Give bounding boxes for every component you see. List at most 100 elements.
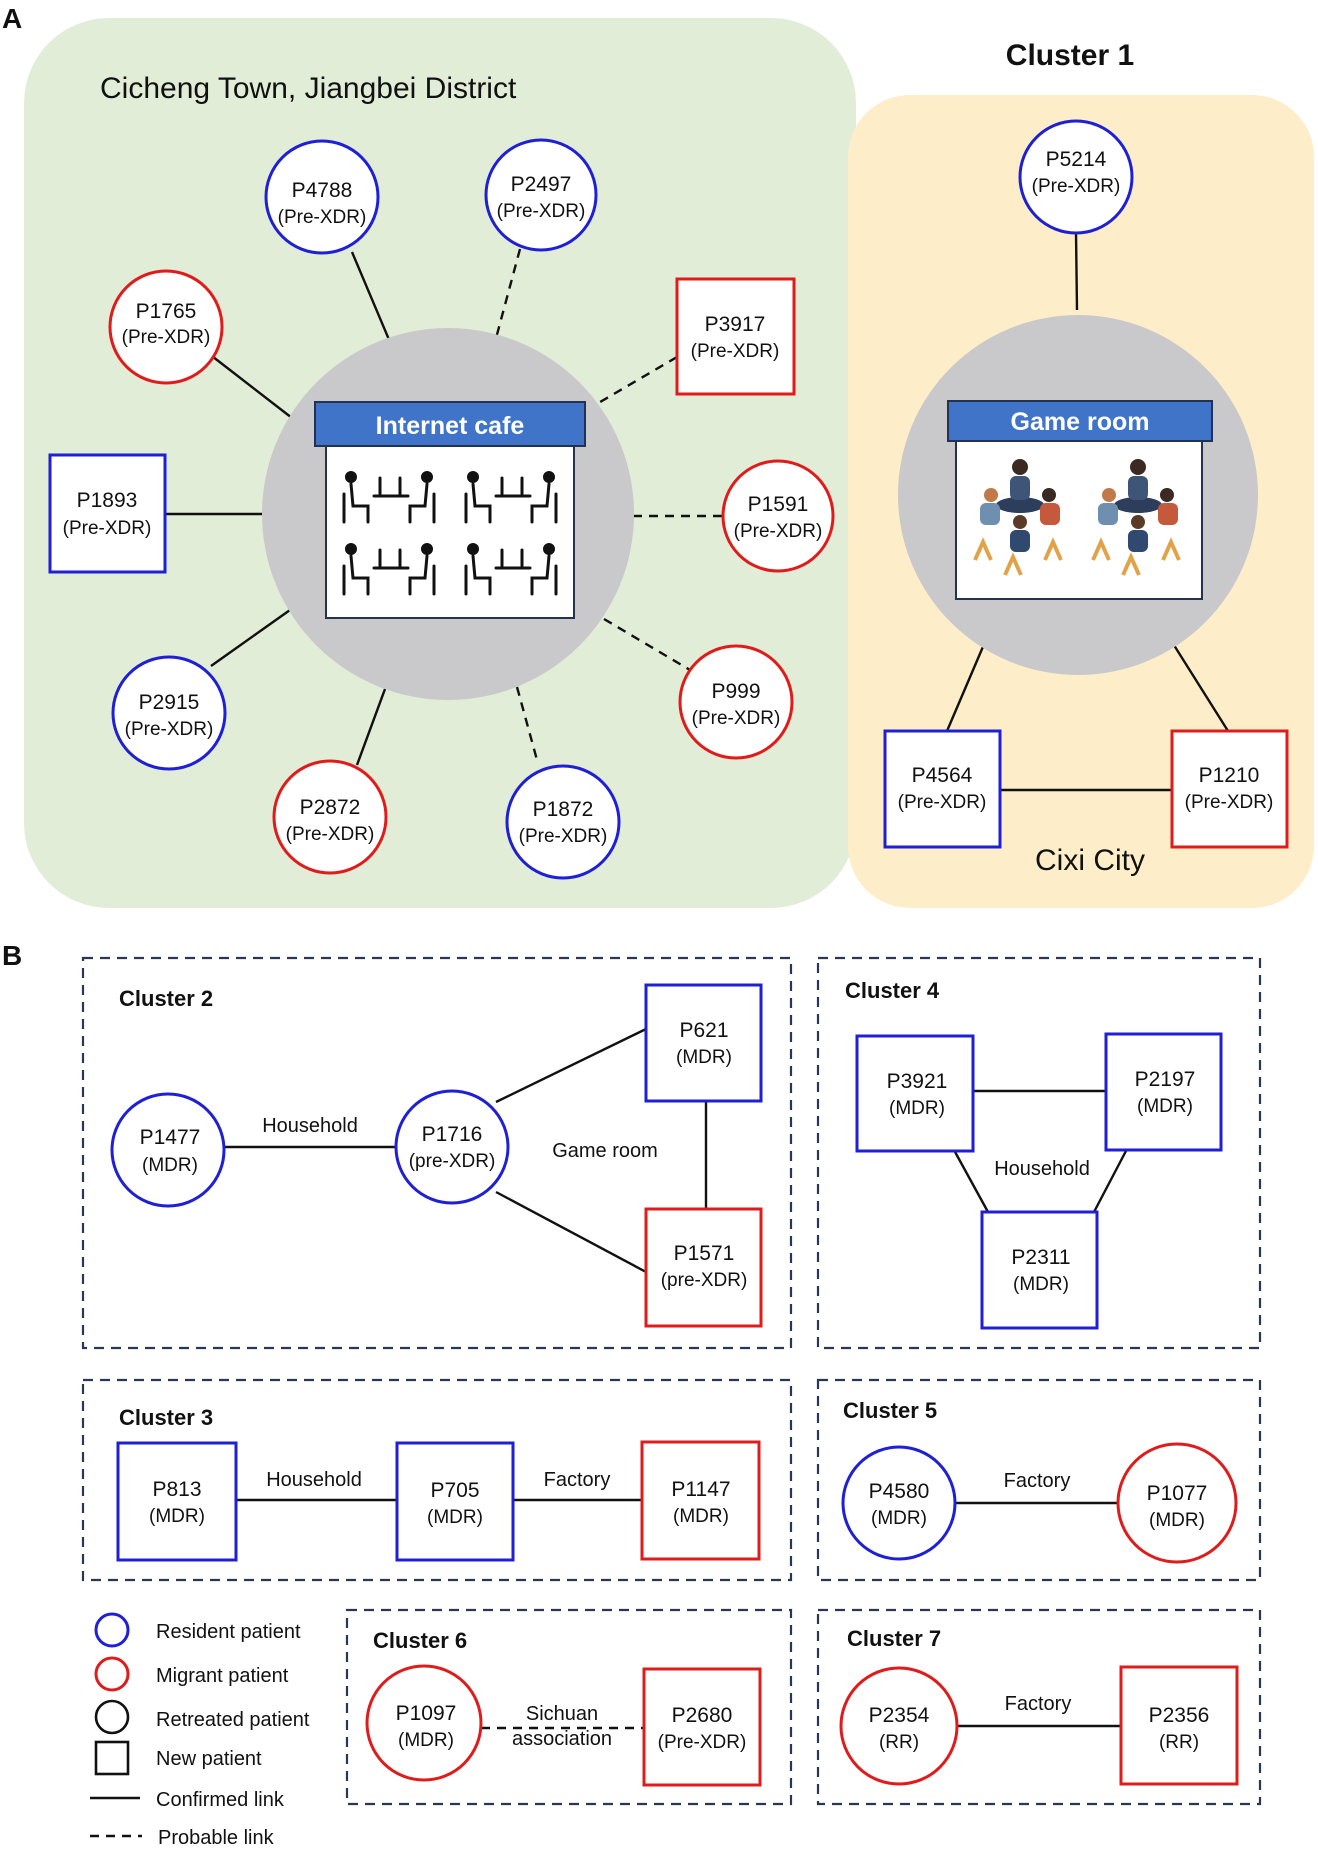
node-p2680: P2680 (Pre-XDR) xyxy=(642,1667,762,1787)
migrant-node-shape xyxy=(678,644,794,760)
patient-id: P1077 xyxy=(1147,1482,1208,1505)
edge-label-association: association xyxy=(512,1728,612,1750)
node-p705: P705 (MDR) xyxy=(395,1441,515,1562)
node-p621: P621 (MDR) xyxy=(644,983,763,1103)
cluster-4-title: Cluster 4 xyxy=(845,978,940,1003)
node-p1477: P1477 (MDR) xyxy=(110,1092,226,1208)
node-p5214: P5214 (Pre-XDR) xyxy=(1018,119,1134,235)
resident-node-shape xyxy=(644,983,763,1103)
node-p1210: P1210 (Pre-XDR) xyxy=(1170,729,1289,849)
cluster-6-box xyxy=(345,1608,793,1806)
resident-node-shape xyxy=(484,138,598,252)
cluster-5-title: Cluster 5 xyxy=(843,1398,937,1423)
cluster-6: Cluster 6 Sichuan association P1097 (MDR… xyxy=(365,1628,762,1787)
resistance-type: (MDR) xyxy=(1013,1274,1069,1295)
legend-confirmed-label: Confirmed link xyxy=(156,1789,285,1811)
resistance-type: (Pre-XDR) xyxy=(898,792,987,813)
panel-a-letter: A xyxy=(2,3,22,34)
edge-label-factory: Factory xyxy=(544,1469,611,1491)
edge-label-game-room: Game room xyxy=(552,1140,658,1162)
resistance-type: (MDR) xyxy=(398,1730,454,1751)
resistance-type: (Pre-XDR) xyxy=(691,341,780,362)
legend-new-swatch xyxy=(94,1740,130,1776)
internet-cafe-hub: Internet cafe xyxy=(262,328,634,700)
migrant-node-shape xyxy=(1116,1442,1238,1564)
patient-id: P1210 xyxy=(1199,764,1260,787)
patient-id: P4788 xyxy=(292,179,353,202)
resistance-type: (pre-XDR) xyxy=(661,1270,748,1291)
edge-label-factory: Factory xyxy=(1004,1470,1071,1492)
node-p2354: P2354 (RR) xyxy=(839,1666,959,1786)
edge-label-household: Household xyxy=(266,1469,362,1491)
link-p2872 xyxy=(355,688,387,766)
patient-id: P1872 xyxy=(533,798,594,821)
resistance-type: (Pre-XDR) xyxy=(519,826,608,847)
node-p3921: P3921 (MDR) xyxy=(855,1034,975,1153)
cluster-3-box xyxy=(81,1378,793,1582)
legend-resident-swatch xyxy=(94,1612,130,1648)
cluster-3-title: Cluster 3 xyxy=(119,1405,213,1430)
patient-id: P621 xyxy=(679,1019,728,1042)
patient-id: P2197 xyxy=(1135,1068,1196,1091)
link-p2497 xyxy=(493,248,522,343)
patient-id: P2872 xyxy=(300,796,361,819)
cluster-6-title: Cluster 6 xyxy=(373,1628,467,1653)
migrant-node-shape xyxy=(272,759,388,875)
node-p1591: P1591 (Pre-XDR) xyxy=(721,459,835,573)
resident-node-shape xyxy=(395,1441,515,1562)
node-p1571: P1571 (pre-XDR) xyxy=(644,1207,763,1328)
patient-id: P2311 xyxy=(1011,1246,1070,1269)
resistance-type: (Pre-XDR) xyxy=(286,824,375,845)
migrant-node-shape xyxy=(1170,729,1289,849)
resident-node-shape xyxy=(1104,1032,1223,1152)
node-p1716: P1716 (pre-XDR) xyxy=(394,1089,510,1205)
resistance-type: (Pre-XDR) xyxy=(692,708,781,729)
internet-cafe-title: Internet cafe xyxy=(376,412,525,440)
resident-node-shape xyxy=(48,453,167,574)
jiangbei-region-label: Cicheng Town, Jiangbei District xyxy=(100,72,517,105)
resident-node-shape xyxy=(883,729,1002,849)
resistance-type: (MDR) xyxy=(427,1507,483,1528)
node-p1872: P1872 (Pre-XDR) xyxy=(505,764,621,880)
cluster-2-box xyxy=(81,956,793,1350)
legend-migrant-label: Migrant patient xyxy=(156,1665,289,1687)
resident-node-shape xyxy=(505,764,621,880)
resistance-type: (Pre-XDR) xyxy=(497,201,586,222)
resistance-type: (Pre-XDR) xyxy=(122,327,211,348)
cluster-5: Cluster 5 Factory P4580 (MDR) P1077 (MDR… xyxy=(841,1398,1238,1564)
resistance-type: (Pre-XDR) xyxy=(658,1732,747,1753)
panel-b-letter: B xyxy=(2,940,22,971)
legend-retreated-label: Retreated patient xyxy=(156,1709,310,1731)
migrant-node-shape xyxy=(108,269,224,385)
node-p2356: P2356 (RR) xyxy=(1119,1665,1239,1786)
internet-cafe-banner xyxy=(314,401,586,447)
resident-node-shape xyxy=(394,1089,510,1205)
patient-id: P1477 xyxy=(140,1126,201,1149)
cluster-7-box xyxy=(816,1608,1262,1806)
node-p3917: P3917 (Pre-XDR) xyxy=(675,277,796,396)
migrant-node-shape xyxy=(642,1667,762,1787)
game-room-links xyxy=(945,232,1230,792)
resistance-type: (Pre-XDR) xyxy=(1185,792,1274,813)
migrant-node-shape xyxy=(1119,1665,1239,1786)
node-p1893: P1893 (Pre-XDR) xyxy=(48,453,167,574)
resistance-type: (MDR) xyxy=(871,1508,927,1529)
resistance-type: (MDR) xyxy=(149,1506,205,1527)
patient-id: P1716 xyxy=(422,1123,483,1146)
resident-node-shape xyxy=(116,1441,238,1562)
legend-migrant-swatch xyxy=(94,1656,130,1692)
patient-id: P4564 xyxy=(912,764,973,787)
resistance-type: (Pre-XDR) xyxy=(734,521,823,542)
node-p4580: P4580 (MDR) xyxy=(841,1445,957,1561)
patient-id: P813 xyxy=(152,1478,201,1501)
node-p2915: P2915 (Pre-XDR) xyxy=(111,655,227,771)
patient-id: P2497 xyxy=(511,173,572,196)
patient-id: P1571 xyxy=(674,1242,735,1265)
resident-node-shape xyxy=(264,139,380,255)
node-p2872: P2872 (Pre-XDR) xyxy=(272,759,388,875)
resistance-type: (Pre-XDR) xyxy=(278,207,367,228)
resistance-type: (Pre-XDR) xyxy=(125,719,214,740)
internet-cafe-links xyxy=(165,248,722,766)
patient-id: P3917 xyxy=(705,313,766,336)
